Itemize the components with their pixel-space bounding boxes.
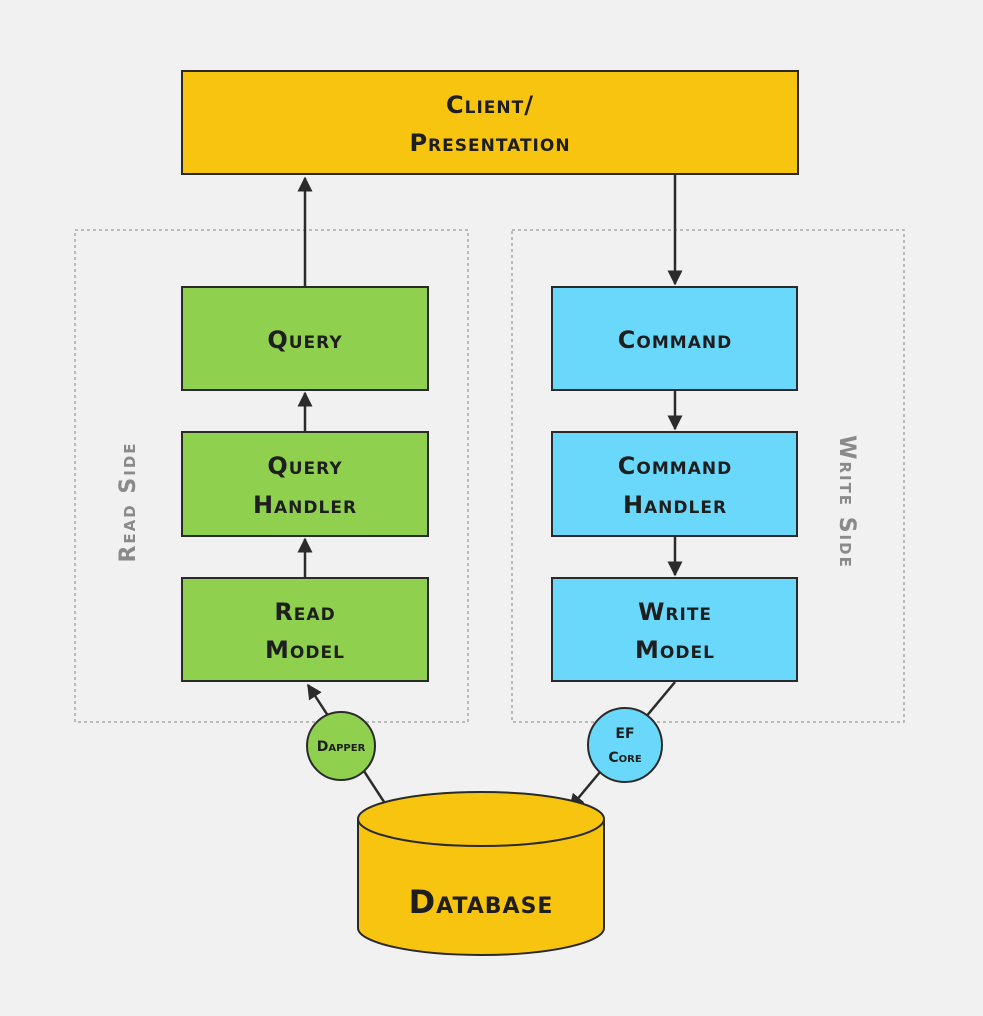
database-label: Database [409, 883, 554, 921]
query-label: Query [267, 326, 342, 354]
command-handler-label-line2: Handler [623, 491, 727, 519]
database-node[interactable]: Database [357, 791, 605, 956]
read-model-box [181, 577, 429, 682]
write-model-node[interactable]: Write Model [551, 577, 798, 682]
client-box [181, 70, 799, 175]
write-model-label-line2: Model [635, 636, 715, 664]
client-label-line1: Client/ [446, 91, 534, 119]
read-side-label: Read Side [116, 441, 141, 562]
ef-core-circle [587, 707, 663, 783]
read-model-label-line1: Read [274, 598, 335, 626]
database-top [357, 791, 605, 847]
query-handler-node[interactable]: Query Handler [181, 431, 429, 537]
query-handler-label-line2: Handler [253, 491, 357, 519]
dapper-badge[interactable]: Dapper [306, 711, 376, 781]
query-box [181, 286, 429, 391]
ef-core-label-line1: EF [615, 726, 634, 742]
query-handler-box [181, 431, 429, 537]
dapper-label: Dapper [317, 739, 366, 755]
command-handler-label-line1: Command [618, 452, 732, 480]
command-node[interactable]: Command [551, 286, 798, 391]
dapper-circle [306, 711, 376, 781]
client-label-line2: Presentation [409, 129, 570, 157]
client-presentation-node[interactable]: Client/ Presentation [181, 70, 799, 175]
ef-core-badge[interactable]: EF Core [587, 707, 663, 783]
write-model-label-line1: Write [638, 598, 712, 626]
command-label: Command [618, 326, 732, 354]
query-node[interactable]: Query [181, 286, 429, 391]
write-side-label: Write Side [834, 435, 859, 569]
write-model-box [551, 577, 798, 682]
command-handler-node[interactable]: Command Handler [551, 431, 798, 537]
read-model-node[interactable]: Read Model [181, 577, 429, 682]
read-side-group [74, 229, 469, 723]
command-handler-box [551, 431, 798, 537]
ef-core-label-line2: Core [608, 750, 641, 766]
query-handler-label-line1: Query [267, 452, 342, 480]
database-body [357, 819, 605, 956]
write-side-group [511, 229, 905, 723]
read-model-label-line2: Model [265, 636, 345, 664]
